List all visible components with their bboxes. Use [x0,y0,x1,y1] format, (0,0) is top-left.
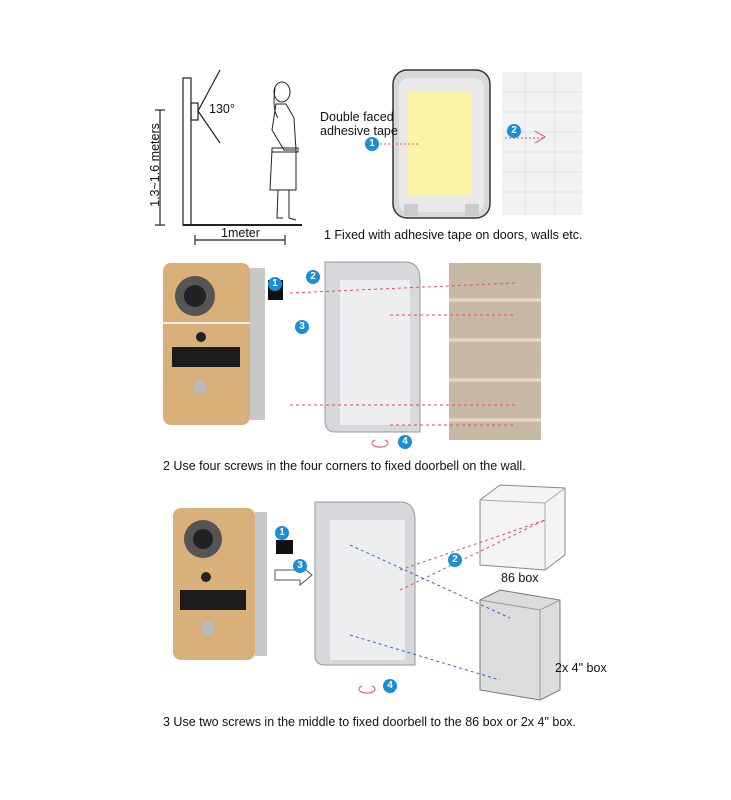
step-badge-4: 4 [398,435,412,449]
step-badge-2: 2 [507,124,521,138]
2x4-box-label: 2x 4" box [555,661,607,675]
step-badge-2: 2 [448,553,462,567]
step-badge-4: 4 [383,679,397,693]
height-label: 1.3~1.6 meters [148,123,162,207]
height-diagram [155,69,302,245]
caption-step-2: 2 Use four screws in the four corners to… [163,459,526,473]
view-angle-line [197,110,221,144]
caption-step-3: 3 Use two screws in the middle to fixed … [163,715,576,729]
tape-label-line2: adhesive tape [320,124,398,138]
rotate-arrow-icon [371,439,389,448]
wall-cover-2 [324,261,421,433]
step-badge-2: 2 [306,270,320,284]
wall [182,77,192,226]
metal-box-illustration [479,589,561,701]
angle-label: 130° [209,102,235,116]
rotate-arrow-icon [358,685,376,694]
brick-lines [449,298,541,422]
step-badge-3: 3 [293,559,307,573]
person-figure [269,81,299,221]
86-box-label: 86 box [501,571,539,585]
86-box-illustration [479,484,566,571]
wall-tiles [502,72,582,215]
brick-wall [449,263,541,440]
wall-cover-3 [314,501,416,666]
doorbell-front-3 [173,508,267,660]
step-badge-1: 1 [268,277,282,291]
step-badge-1: 1 [275,526,289,540]
view-angle-line [197,69,221,112]
module-3 [276,540,293,554]
adhesive-tape [408,92,471,195]
caption-step-1: 1 Fixed with adhesive tape on doors, wal… [324,228,583,242]
screw-guide-lines [289,282,516,426]
box-guide-lines [349,519,546,681]
doorbell-side [190,102,199,121]
backplate-illustration [392,69,491,219]
step-badge-3: 3 [295,320,309,334]
doorbell-front-2 [163,263,265,425]
arrow-head [534,130,546,144]
tape-label-line1: Double faced [320,110,394,124]
step-badge-1: 1 [365,137,379,151]
distance-label: 1meter [221,226,260,240]
